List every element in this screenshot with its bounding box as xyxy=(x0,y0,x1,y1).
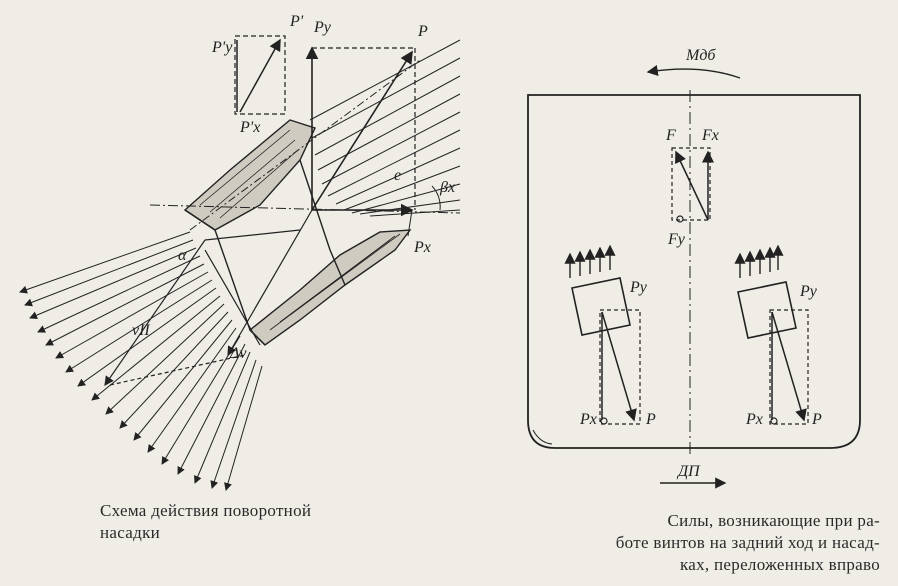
velocity-vectors xyxy=(104,209,313,386)
label-py: Py xyxy=(313,19,332,36)
left-caption-line-2: насадки xyxy=(100,523,161,542)
label-e: e xyxy=(394,167,401,184)
right-caption-line-3: ках, переложенных вправо xyxy=(679,555,880,574)
label-p-prime: P' xyxy=(289,13,304,30)
label-px-right: Px xyxy=(745,411,763,428)
nozzle-walls xyxy=(183,119,412,346)
label-alpha: α xyxy=(178,247,187,264)
label-px-prime: P'x xyxy=(239,119,260,136)
wall-hatching xyxy=(199,129,401,331)
hull-corner-left xyxy=(532,429,553,445)
right-hull-diagram xyxy=(527,64,861,489)
right-caption-line-2: боте винтов на задний ход и насад- xyxy=(615,533,880,552)
left-nozzle-diagram xyxy=(19,35,461,491)
label-p: P xyxy=(417,23,428,40)
label-py-prime: P'y xyxy=(211,39,233,56)
label-py-left: Py xyxy=(629,279,648,296)
right-propeller-group xyxy=(734,244,809,425)
beta-arc xyxy=(431,185,441,211)
label-moment: Mдб xyxy=(685,47,716,64)
left-figure-labels: P' P'y P'x Py P e βx Px α vII Δv xyxy=(132,13,455,362)
outflow-lines xyxy=(19,231,263,491)
label-p-right: P xyxy=(811,411,822,428)
right-caption-line-1: Силы, возникающие при ра- xyxy=(667,511,880,530)
left-caption: Схема действия поворотной насадки xyxy=(100,500,311,544)
label-beta: βx xyxy=(439,179,455,196)
label-px-left: Px xyxy=(579,411,597,428)
left-propeller-group xyxy=(564,244,641,425)
label-velocity: vII xyxy=(132,322,150,339)
label-p-left: P xyxy=(645,411,656,428)
label-px: Px xyxy=(413,239,431,256)
label-py-right: Py xyxy=(799,283,818,300)
hull-outline xyxy=(527,94,861,449)
right-figure-labels: Mдб F Fx Fy Py Px P Py Px P ДП xyxy=(579,47,822,480)
force-parallelogram xyxy=(305,46,416,237)
label-fx: Fx xyxy=(701,127,719,144)
center-force-rect xyxy=(671,147,714,223)
inset-force-rect xyxy=(234,35,286,115)
right-caption: Силы, возникающие при ра- боте винтов на… xyxy=(510,510,880,576)
label-fy: Fy xyxy=(667,231,686,248)
moment-arrow xyxy=(646,64,741,79)
left-caption-line-1: Схема действия поворотной xyxy=(100,501,312,520)
label-dp: ДП xyxy=(676,463,701,480)
inflow-lines xyxy=(309,39,461,217)
label-f: F xyxy=(665,127,676,144)
label-delta-v: Δv xyxy=(229,345,247,362)
